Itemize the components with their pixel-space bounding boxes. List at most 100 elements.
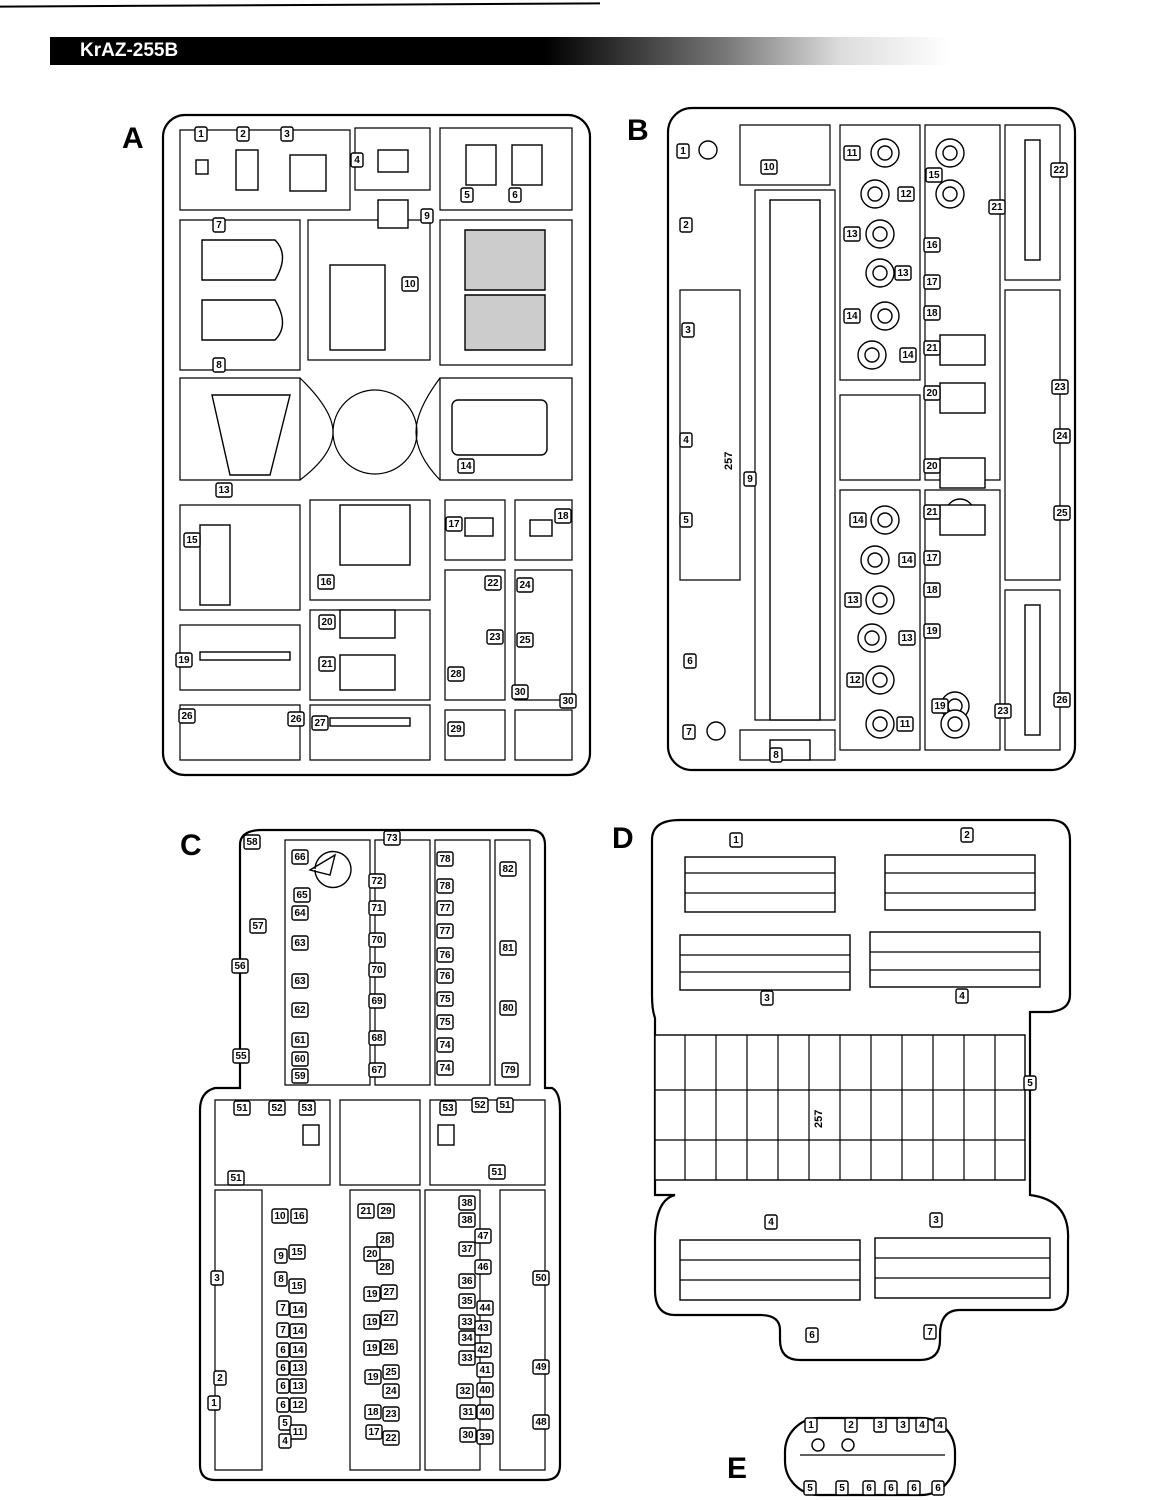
part-number-label: 15 bbox=[183, 532, 201, 548]
svg-text:14: 14 bbox=[292, 1345, 304, 1356]
part-number-label: 56 bbox=[231, 958, 249, 974]
wheel-part bbox=[872, 716, 888, 732]
part-number-label: 4 bbox=[933, 1417, 947, 1433]
part-number-label: 7 bbox=[276, 1322, 290, 1338]
svg-text:3: 3 bbox=[877, 1420, 883, 1431]
svg-text:19: 19 bbox=[366, 1343, 378, 1354]
part-number-label: 27 bbox=[311, 715, 329, 731]
svg-text:30: 30 bbox=[514, 687, 526, 698]
part-number-label: 2 bbox=[236, 126, 250, 142]
part-number-label: 4 bbox=[278, 1433, 292, 1449]
svg-text:76: 76 bbox=[439, 950, 451, 961]
part-number-label: 9 bbox=[420, 208, 434, 224]
svg-text:30: 30 bbox=[462, 1430, 474, 1441]
part-number-label: 40 bbox=[476, 1382, 494, 1398]
svg-text:32: 32 bbox=[459, 1386, 471, 1397]
part-number-label: 6 bbox=[276, 1397, 290, 1413]
svg-text:78: 78 bbox=[439, 881, 451, 892]
part-number-label: 51 bbox=[233, 1100, 251, 1116]
svg-text:17: 17 bbox=[368, 1427, 380, 1438]
part-number-label: 64 bbox=[291, 905, 309, 921]
svg-text:1: 1 bbox=[680, 146, 686, 157]
svg-text:79: 79 bbox=[504, 1065, 516, 1076]
part-number-label: 49 bbox=[532, 1359, 550, 1375]
svg-text:4: 4 bbox=[282, 1436, 288, 1447]
part-number-label: 5 bbox=[803, 1480, 817, 1496]
part-number-label: 4 bbox=[679, 432, 693, 448]
svg-text:28: 28 bbox=[379, 1262, 391, 1273]
svg-text:56: 56 bbox=[234, 961, 246, 972]
svg-text:48: 48 bbox=[535, 1417, 547, 1428]
svg-text:42: 42 bbox=[477, 1345, 489, 1356]
part-number-label: 10 bbox=[271, 1208, 289, 1224]
part-number-label: 11 bbox=[289, 1424, 307, 1440]
svg-text:14: 14 bbox=[292, 1326, 304, 1337]
svg-text:16: 16 bbox=[320, 577, 332, 588]
part-number-label: 68 bbox=[368, 1030, 386, 1046]
svg-text:65: 65 bbox=[296, 890, 308, 901]
svg-text:8: 8 bbox=[278, 1274, 284, 1285]
svg-text:15: 15 bbox=[291, 1247, 303, 1258]
svg-text:75: 75 bbox=[439, 1017, 451, 1028]
svg-text:63: 63 bbox=[294, 976, 306, 987]
svg-text:26: 26 bbox=[383, 1342, 395, 1353]
svg-text:34: 34 bbox=[461, 1333, 473, 1344]
part-number-label: 28 bbox=[376, 1232, 394, 1248]
part-number-label: 2 bbox=[844, 1417, 858, 1433]
part-number-label: 42 bbox=[474, 1342, 492, 1358]
svg-text:13: 13 bbox=[292, 1381, 304, 1392]
part-number-label: 6 bbox=[884, 1480, 898, 1496]
svg-text:62: 62 bbox=[294, 1005, 306, 1016]
svg-text:13: 13 bbox=[901, 633, 913, 644]
svg-text:23: 23 bbox=[997, 706, 1009, 717]
part-number-label: 8 bbox=[274, 1271, 288, 1287]
part-number-label: 27 bbox=[380, 1284, 398, 1300]
wheel-part bbox=[942, 145, 958, 161]
svg-text:2: 2 bbox=[848, 1420, 854, 1431]
part-number-label: 30 bbox=[511, 684, 529, 700]
svg-text:36: 36 bbox=[461, 1276, 473, 1287]
part-number-label: 14 bbox=[843, 308, 861, 324]
part-number-label: 23 bbox=[994, 703, 1012, 719]
part-number-label: 14 bbox=[289, 1342, 307, 1358]
svg-text:3: 3 bbox=[900, 1420, 906, 1431]
sprue-letter-e: E bbox=[727, 1452, 747, 1485]
part-number-label: 13 bbox=[289, 1360, 307, 1376]
svg-text:4: 4 bbox=[959, 991, 965, 1002]
svg-text:7: 7 bbox=[280, 1325, 286, 1336]
svg-text:15: 15 bbox=[928, 170, 940, 181]
part-number-label: 21 bbox=[988, 199, 1006, 215]
svg-text:5: 5 bbox=[807, 1483, 813, 1494]
svg-text:41: 41 bbox=[479, 1365, 491, 1376]
part-number-label: 13 bbox=[894, 265, 912, 281]
svg-text:20: 20 bbox=[926, 388, 938, 399]
svg-text:51: 51 bbox=[230, 1173, 242, 1184]
svg-text:15: 15 bbox=[186, 535, 198, 546]
svg-text:4: 4 bbox=[919, 1420, 925, 1431]
part-number-label: 13 bbox=[898, 630, 916, 646]
svg-text:21: 21 bbox=[926, 507, 938, 518]
part-number-label: 19 bbox=[931, 698, 949, 714]
svg-text:39: 39 bbox=[479, 1432, 491, 1443]
wheel-part bbox=[877, 308, 893, 324]
svg-text:13: 13 bbox=[846, 229, 858, 240]
part-number-label: 80 bbox=[499, 1000, 517, 1016]
svg-text:29: 29 bbox=[380, 1206, 392, 1217]
svg-text:5: 5 bbox=[464, 190, 470, 201]
svg-text:2: 2 bbox=[964, 830, 970, 841]
svg-text:1: 1 bbox=[211, 1398, 217, 1409]
svg-text:5: 5 bbox=[282, 1418, 288, 1429]
part-number-label: 38 bbox=[458, 1195, 476, 1211]
part-number-label: 75 bbox=[436, 1014, 454, 1030]
part-number-label: 6 bbox=[276, 1378, 290, 1394]
part-number-label: 82 bbox=[499, 861, 517, 877]
svg-text:53: 53 bbox=[301, 1103, 313, 1114]
part-number-label: 76 bbox=[436, 947, 454, 963]
svg-text:51: 51 bbox=[491, 1167, 503, 1178]
svg-text:6: 6 bbox=[911, 1483, 917, 1494]
sprue-c bbox=[198, 828, 562, 1482]
part-number-label: 51 bbox=[488, 1164, 506, 1180]
svg-text:38: 38 bbox=[461, 1198, 473, 1209]
part-number-label: 50 bbox=[532, 1270, 550, 1286]
part-number-label: 18 bbox=[554, 508, 572, 524]
